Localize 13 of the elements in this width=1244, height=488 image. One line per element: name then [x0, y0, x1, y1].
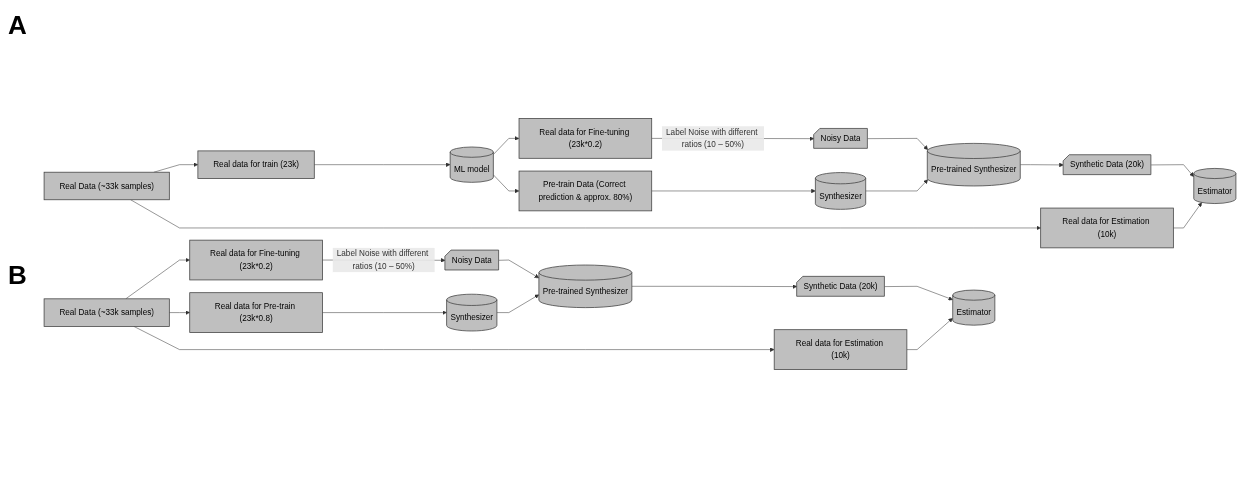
node-box: Pre-train Data (Correct prediction & approx. 80%) [518, 170, 653, 212]
edge-label: Label Noise with different ratios (10 – 50%) [666, 127, 758, 149]
panel-label: B [8, 260, 27, 291]
node-box: Real data for Estimation (10k) [773, 329, 908, 370]
node-box: Real data for Fine-tuning (23k*0.2) [189, 239, 323, 281]
panel-label: A [8, 10, 27, 41]
node-box: Real Data (~33k samples) [43, 298, 170, 327]
edge-label: Label Noise with different ratios (10 – 50%) [336, 249, 429, 271]
node-box: Real data for Pre-train (23k*0.8) [189, 292, 323, 333]
node-box: Real data for train (23k) [197, 150, 315, 179]
node-box: Real data for Fine-tuning (23k*0.2) [518, 118, 653, 159]
node-box: Real Data (~33k samples) [43, 171, 170, 201]
node-box: Real data for Estimation (10k) [1040, 207, 1174, 249]
